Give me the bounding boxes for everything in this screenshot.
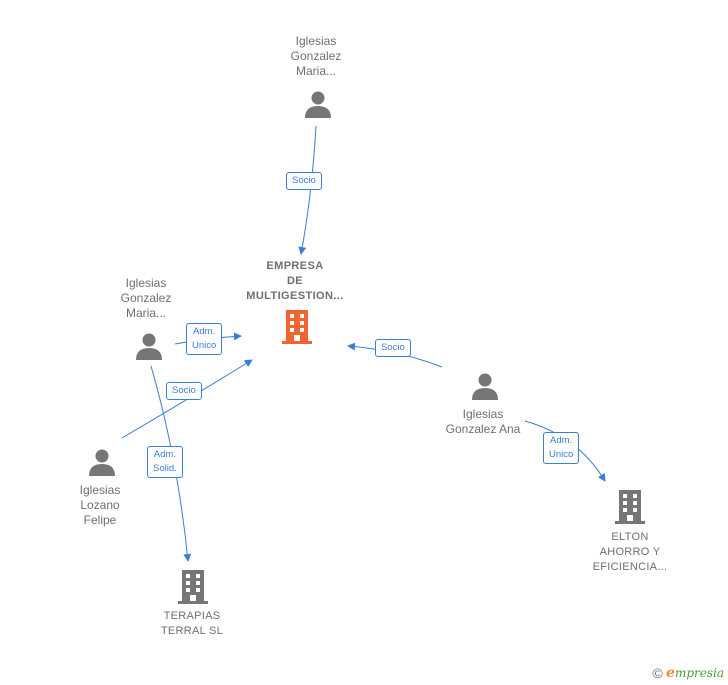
person-label-top[interactable]: Iglesias Gonzalez Maria...: [246, 34, 386, 79]
label-line: Iglesias: [79, 483, 121, 497]
label-line: DE: [286, 275, 304, 287]
person-icon[interactable]: [471, 372, 499, 400]
label-line: TERRAL SL: [160, 625, 224, 637]
edge-label-line: Socio: [381, 342, 405, 353]
edge-label-adm-unico[interactable]: Adm. Unico: [543, 432, 580, 464]
edge-label-line: Unico: [192, 340, 217, 351]
company-label-elton[interactable]: ELTON AHORRO Y EFICIENCIA...: [560, 530, 700, 575]
edge-label-line: Adm.: [153, 449, 176, 460]
brand-logo: empresia: [666, 665, 724, 681]
label-line: Gonzalez Ana: [445, 422, 521, 436]
edge-label-socio[interactable]: Socio: [375, 339, 411, 357]
label-line: Iglesias: [462, 407, 504, 421]
label-line: MULTIGESTION...: [246, 290, 344, 302]
edge-label-line: Adm.: [550, 435, 573, 446]
edge-label-adm-solid[interactable]: Adm. Solid.: [147, 446, 183, 478]
edge-label-adm-unico[interactable]: Adm. Unico: [186, 323, 223, 355]
label-line: EFICIENCIA...: [592, 561, 668, 573]
copyright-footer[interactable]: © empresia: [652, 665, 724, 681]
building-icon[interactable]: [615, 490, 645, 524]
person-label-ana[interactable]: Iglesias Gonzalez Ana: [413, 407, 553, 437]
label-line: Gonzalez: [290, 49, 342, 63]
edge-top-socio: [298, 125, 317, 255]
label-line: Maria...: [125, 306, 166, 320]
label-line: Maria...: [295, 64, 336, 78]
person-icon[interactable]: [88, 448, 116, 476]
edge-label-line: Socio: [292, 175, 316, 186]
copyright-symbol: ©: [652, 665, 663, 681]
label-line: Felipe: [83, 513, 117, 527]
company-label-terapias[interactable]: TERAPIAS TERRAL SL: [122, 609, 262, 639]
edge-label-socio[interactable]: Socio: [286, 172, 322, 190]
brand-name: mpresia: [674, 666, 724, 680]
label-line: TERAPIAS: [163, 610, 221, 622]
person-icon[interactable]: [304, 90, 332, 118]
building-icon-main[interactable]: [282, 310, 312, 344]
edge-label-line: Adm.: [193, 326, 216, 337]
brand-initial: e: [666, 665, 675, 681]
label-line: Gonzalez: [120, 291, 172, 305]
person-icon[interactable]: [135, 332, 163, 360]
edge-label-line: Unico: [549, 449, 574, 460]
label-line: Lozano: [80, 498, 120, 512]
person-label-left[interactable]: Iglesias Gonzalez Maria...: [76, 276, 216, 321]
person-label-lozano[interactable]: Iglesias Lozano Felipe: [30, 483, 170, 528]
edge-label-socio[interactable]: Socio: [166, 382, 202, 400]
label-line: Iglesias: [125, 276, 167, 290]
edge-label-line: Solid.: [153, 463, 177, 474]
company-label-main[interactable]: EMPRESA DE MULTIGESTION...: [225, 259, 365, 304]
label-line: ELTON: [611, 531, 649, 543]
building-icon[interactable]: [178, 570, 208, 604]
edge-label-line: Socio: [172, 385, 196, 396]
label-line: AHORRO Y: [599, 546, 661, 558]
label-line: EMPRESA: [266, 260, 324, 272]
label-line: Iglesias: [295, 34, 337, 48]
